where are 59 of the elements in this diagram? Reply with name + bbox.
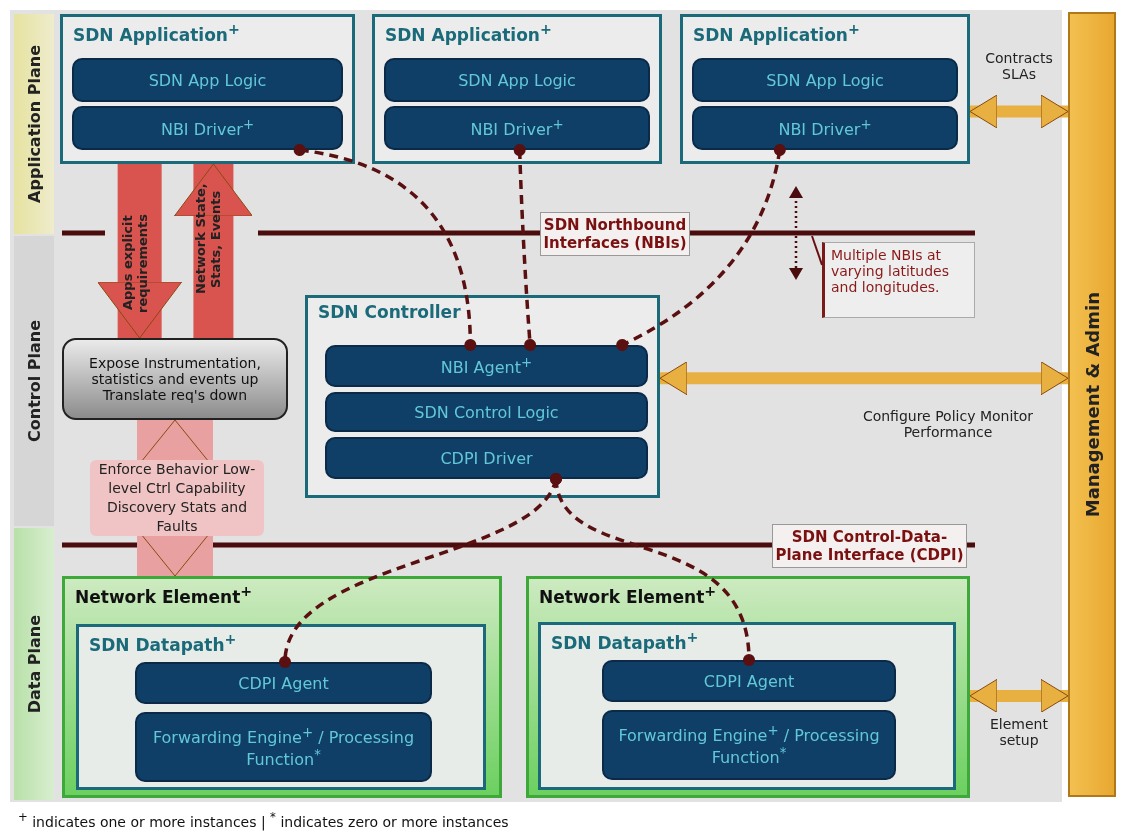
- plane-band: [14, 14, 54, 234]
- plane-label: Control Plane: [24, 320, 44, 442]
- component-box: [305, 295, 660, 498]
- interface-label: SDN Northbound Interfaces (NBIs): [540, 212, 690, 256]
- dashed-connector: [293, 144, 477, 351]
- box-title: Network Element$^{+}$: [539, 583, 717, 607]
- module-box: CDPI Driver: [325, 437, 648, 479]
- plane-label: Data Plane: [24, 614, 44, 714]
- datapath-box: [538, 622, 956, 790]
- plane-band: [14, 528, 54, 800]
- element-box: [62, 576, 502, 798]
- note-text: Translate req's down: [102, 387, 248, 403]
- box-title: SDN Application$^{+}$: [693, 21, 860, 45]
- block-arrow: [173, 163, 253, 338]
- component-box: [372, 14, 662, 164]
- double-arrow: [659, 361, 1069, 396]
- edge-label: Contracts SLAs: [984, 49, 1054, 82]
- note-box: [62, 338, 288, 420]
- module-box: Forwarding Engine$^{+}$ / Processing Function$^{*}$: [135, 712, 432, 782]
- box-title: SDN Datapath$^{+}$: [551, 629, 699, 653]
- interface-label: SDN Control-Data-Plane Interface (CDPI): [772, 524, 967, 568]
- module-box: NBI Agent$^{+}$: [325, 345, 648, 387]
- box-title: SDN Controller: [318, 302, 461, 322]
- double-arrow: [969, 94, 1069, 129]
- dashed-connector: [549, 473, 755, 666]
- module-box: NBI Driver$^{+}$: [72, 106, 343, 150]
- note-text: Expose Instrumentation, statistics and events up: [88, 355, 262, 387]
- bar-label: Management & Admin: [1081, 291, 1103, 518]
- plane-label: Application Plane: [24, 45, 44, 203]
- module-box: SDN Control Logic: [325, 392, 648, 432]
- dashed-connector: [616, 144, 786, 351]
- element-box: [526, 576, 970, 798]
- module-box: SDN App Logic: [692, 58, 958, 102]
- module-box: Forwarding Engine$^{+}$ / Processing Function$^{*}$: [602, 710, 896, 780]
- module-box: SDN App Logic: [384, 58, 650, 102]
- edge-label: Network State, Stats, Events: [193, 183, 225, 295]
- block-arrow: [97, 164, 183, 339]
- footnote: $^{+}$ indicates one or more instances | $^{*}$ indicates zero or more instances: [18, 810, 509, 830]
- box-title: SDN Application$^{+}$: [385, 21, 552, 45]
- callout-note: Multiple NBIs at varying latitudes and longitudes.: [822, 242, 975, 318]
- component-box: [60, 14, 355, 164]
- edge-label: Configure Policy Monitor Performance: [861, 408, 1035, 441]
- datapath-box: [76, 624, 486, 790]
- edge-label: Apps explicit requirements: [119, 213, 151, 313]
- double-arrow: [969, 678, 1069, 713]
- module-box: NBI Driver$^{+}$: [692, 106, 958, 150]
- box-title: SDN Application$^{+}$: [73, 21, 240, 45]
- dashed-connector: [513, 144, 537, 351]
- module-box: SDN App Logic: [72, 58, 343, 102]
- component-box: [680, 14, 970, 164]
- edge-label: Enforce Behavior Low-level Ctrl Capability Discovery Stats and Faults: [90, 460, 264, 536]
- box-title: SDN Datapath$^{+}$: [89, 631, 237, 655]
- module-box: NBI Driver$^{+}$: [384, 106, 650, 150]
- box-title: Network Element$^{+}$: [75, 583, 253, 607]
- management-bar: [1068, 12, 1116, 797]
- module-box: CDPI Agent: [135, 662, 432, 704]
- leader-line: [811, 235, 823, 266]
- edge-label: Element setup: [989, 715, 1049, 748]
- module-box: CDPI Agent: [602, 660, 896, 702]
